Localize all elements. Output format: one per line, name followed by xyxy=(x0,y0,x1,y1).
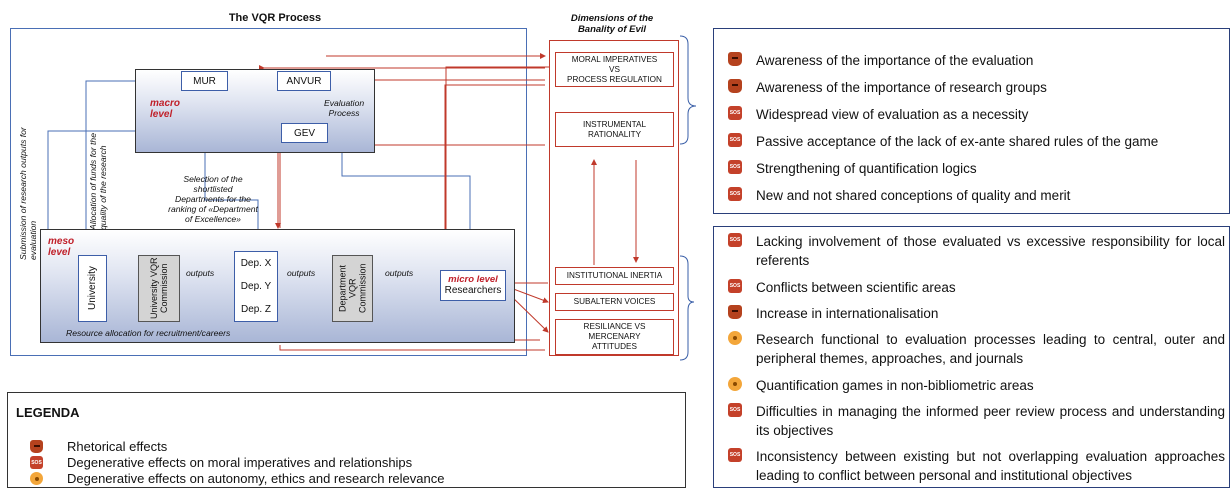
effect-text: Difficulties in managing the informed pe… xyxy=(756,404,1225,438)
effect-item: SOS Lacking involvement of those evaluate… xyxy=(728,232,1225,270)
dimensions-frame xyxy=(549,40,679,356)
mur-node[interactable]: MUR xyxy=(181,71,228,91)
effect-item: SOS Difficulties in managing the informed… xyxy=(728,402,1225,440)
selection-label: Selection of the shortlisted Departments… xyxy=(168,174,258,224)
effect-text: Passive acceptance of the lack of ex-ant… xyxy=(756,134,1159,149)
macro-level-box xyxy=(135,69,375,153)
effect-item: SOS Inconsistency between existing but no… xyxy=(728,447,1225,485)
effect-item: SOS Strengthening of quantification logic… xyxy=(728,159,1225,178)
legend-item-autonomy: Degenerative effects on autonomy, ethics… xyxy=(30,471,444,486)
legend-text-1: Rhetorical effects xyxy=(67,439,168,454)
effects-panel-top: Awareness of the importance of the evalu… xyxy=(713,28,1230,214)
process-frame xyxy=(10,28,527,356)
sos-icon: SOS xyxy=(30,456,43,469)
effect-text: Awareness of the importance of the evalu… xyxy=(756,53,1034,68)
university-commission-node[interactable]: University VQR Commission xyxy=(138,255,180,322)
researchers-label: Researchers xyxy=(444,285,502,296)
micro-level-label: micro level xyxy=(448,274,498,285)
sos-icon: SOS xyxy=(728,133,742,147)
effect-text: Quantification games in non-bibliometric… xyxy=(756,378,1034,393)
subaltern-voices-box[interactable]: SUBALTERN VOICES xyxy=(555,293,674,311)
meso-level-label: meso level xyxy=(48,236,75,258)
mask-icon xyxy=(728,305,742,319)
dep-z: Dep. Z xyxy=(240,304,271,315)
legend-text-2: Degenerative effects on moral imperative… xyxy=(67,455,413,470)
dep-y: Dep. Y xyxy=(240,281,272,292)
anvur-node[interactable]: ANVUR xyxy=(277,71,331,91)
brace-lines xyxy=(680,35,697,361)
outputs-label-3: outputs xyxy=(385,268,414,278)
legend-item-rhetorical: Rhetorical effects xyxy=(30,439,167,454)
effect-item: SOS Passive acceptance of the lack of ex-… xyxy=(728,132,1225,151)
gev-node[interactable]: GEV xyxy=(281,123,328,143)
effect-text: New and not shared conceptions of qualit… xyxy=(756,188,1071,203)
effect-item: SOS Widespread view of evaluation as a ne… xyxy=(728,105,1225,124)
evaluation-process-label: Evaluation Process xyxy=(324,98,365,118)
dimensions-title: Dimensions of the Banality of Evil xyxy=(570,13,654,35)
sos-icon: SOS xyxy=(728,233,742,247)
effect-item: Research functional to evaluation proces… xyxy=(728,330,1225,368)
legend-item-moral: SOS Degenerative effects on moral impera… xyxy=(30,455,412,470)
effect-item: SOS New and not shared conceptions of qua… xyxy=(728,186,1225,205)
effect-text: Research functional to evaluation proces… xyxy=(756,332,1225,366)
mask-icon xyxy=(30,440,43,453)
radiation-icon xyxy=(30,472,43,485)
legend-box: LEGENDA Rhetorical effects SOS Degenerat… xyxy=(7,392,686,488)
departments-node[interactable]: Dep. X Dep. Y Dep. Z xyxy=(234,251,278,322)
outputs-label-1: outputs xyxy=(186,268,215,278)
mask-icon xyxy=(728,79,742,93)
sos-icon: SOS xyxy=(728,403,742,417)
sos-icon: SOS xyxy=(728,160,742,174)
legend-text-3: Degenerative effects on autonomy, ethics… xyxy=(67,471,445,486)
outputs-label-2: outputs xyxy=(287,268,316,278)
radiation-icon xyxy=(728,331,742,345)
legend-title: LEGENDA xyxy=(16,405,80,420)
university-node[interactable]: University xyxy=(78,255,107,322)
macro-level-label: macro level xyxy=(150,98,181,120)
sos-icon: SOS xyxy=(728,279,742,293)
effect-text: Widespread view of evaluation as a neces… xyxy=(756,107,1029,122)
effect-text: Lacking involvement of those evaluated v… xyxy=(756,234,1225,268)
effect-item: Awareness of the importance of the evalu… xyxy=(728,51,1225,70)
effect-text: Strengthening of quantification logics xyxy=(756,161,977,176)
process-title: The VQR Process xyxy=(228,12,322,24)
researchers-node[interactable]: micro level Researchers xyxy=(440,270,506,301)
effect-item: Quantification games in non-bibliometric… xyxy=(728,376,1225,395)
effect-text: Awareness of the importance of research … xyxy=(756,80,1047,95)
sos-icon: SOS xyxy=(728,106,742,120)
mask-icon xyxy=(728,52,742,66)
effect-item: Awareness of the importance of research … xyxy=(728,78,1225,97)
sos-icon: SOS xyxy=(728,448,742,462)
allocation-label: Allocation of funds for the quality of t… xyxy=(88,133,108,230)
radiation-icon xyxy=(728,377,742,391)
effect-text: Inconsistency between existing but not o… xyxy=(756,449,1225,483)
dep-x: Dep. X xyxy=(240,258,272,269)
department-commission-node[interactable]: Department VQR Commission xyxy=(332,255,373,322)
moral-imperatives-box[interactable]: MORAL IMPERATIVES VS PROCESS REGULATION xyxy=(555,52,674,87)
sos-icon: SOS xyxy=(728,187,742,201)
effect-text: Increase in internationalisation xyxy=(756,306,939,321)
effect-text: Conflicts between scientific areas xyxy=(756,280,956,295)
resource-allocation-label: Resource allocation for recruitment/care… xyxy=(66,328,231,338)
effect-item: SOS Conflicts between scientific areas xyxy=(728,278,1225,297)
institutional-inertia-box[interactable]: INSTITUTIONAL INERTIA xyxy=(555,267,674,285)
effect-item: Increase in internationalisation xyxy=(728,304,1225,323)
effects-panel-bottom: SOS Lacking involvement of those evaluate… xyxy=(713,226,1230,488)
resiliance-box[interactable]: RESILIANCE VS MERCENARY ATTITUDES xyxy=(555,319,674,355)
instrumental-rationality-box[interactable]: INSTRUMENTAL RATIONALITY xyxy=(555,112,674,147)
